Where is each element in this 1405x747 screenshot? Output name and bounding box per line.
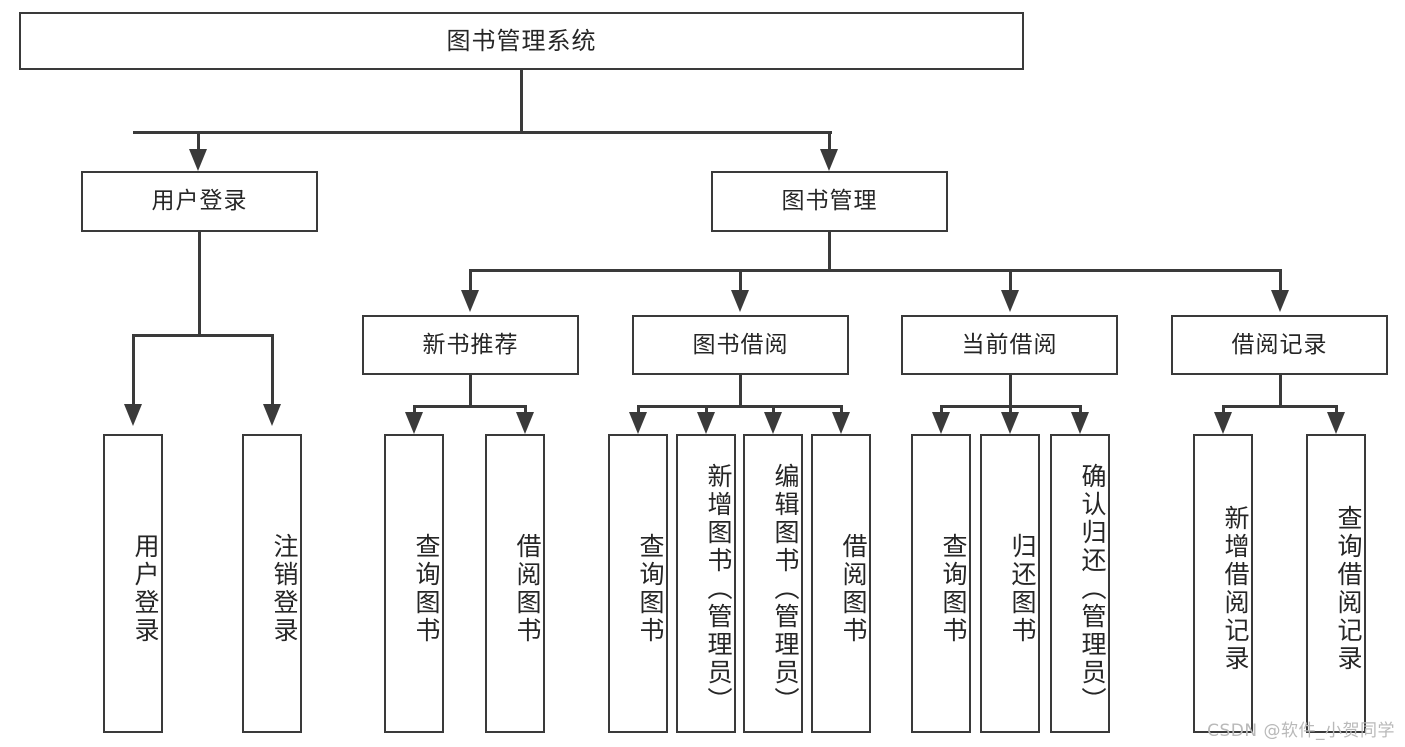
connector-new-book-bus [414, 405, 526, 408]
arrow-new-book-leaf-2 [516, 412, 534, 434]
leaf-add-book[interactable]: 新增图书（管理员） [676, 434, 736, 733]
connector-borrow-record-drop-1 [1222, 405, 1225, 415]
connector-borrow-record-drop-2 [1335, 405, 1338, 415]
leaf-query-book-2-label: 查询图书 [636, 532, 665, 645]
arrow-book-borrow-leaf-3 [764, 412, 782, 434]
connector-user-login-bus [133, 334, 273, 337]
connector-root-stem [520, 70, 523, 133]
arrow-user-login-leaf-2 [263, 404, 281, 426]
leaf-logout-login[interactable]: 注销登录 [242, 434, 302, 733]
leaf-add-book-label: 新增图书（管理员） [704, 462, 733, 715]
leaf-query-record-label: 查询借阅记录 [1334, 504, 1363, 673]
leaf-edit-book[interactable]: 编辑图书（管理员） [743, 434, 803, 733]
node-book-borrow-label: 图书借阅 [692, 331, 789, 358]
node-root-system[interactable]: 图书管理系统 [19, 12, 1024, 70]
connector-new-book-drop-2 [524, 405, 527, 415]
arrow-new-book-leaf-1 [405, 412, 423, 434]
arrow-book-manage-child-3 [1001, 290, 1019, 312]
connector-book-borrow-bus [638, 405, 843, 408]
leaf-confirm-return-label: 确认归还（管理员） [1078, 462, 1107, 715]
arrow-book-borrow-leaf-4 [832, 412, 850, 434]
leaf-borrow-book-1-label: 借阅图书 [513, 532, 542, 645]
arrow-borrow-record-leaf-2 [1327, 412, 1345, 434]
leaf-query-book-1[interactable]: 查询图书 [384, 434, 444, 733]
leaf-return-book-label: 归还图书 [1008, 532, 1037, 645]
connector-current-borrow-drop-1 [940, 405, 943, 415]
arrow-book-manage-child-4 [1271, 290, 1289, 312]
arrow-root-to-user-login [189, 149, 207, 171]
leaf-query-book-1-label: 查询图书 [412, 532, 441, 645]
connector-book-borrow-drop-4 [840, 405, 843, 415]
node-borrow-record-label: 借阅记录 [1231, 331, 1328, 358]
node-current-borrow[interactable]: 当前借阅 [901, 315, 1118, 375]
node-new-book-recommend[interactable]: 新书推荐 [362, 315, 579, 375]
connector-book-manage-drop-1 [469, 269, 472, 292]
leaf-borrow-book-2[interactable]: 借阅图书 [811, 434, 871, 733]
connector-book-manage-drop-2 [739, 269, 742, 292]
leaf-borrow-book-2-label: 借阅图书 [839, 532, 868, 645]
connector-book-borrow-drop-1 [637, 405, 640, 415]
node-current-borrow-label: 当前借阅 [961, 331, 1058, 358]
connector-new-book-drop-1 [413, 405, 416, 415]
arrow-current-borrow-leaf-1 [932, 412, 950, 434]
connector-borrow-record-stem [1279, 375, 1282, 407]
node-user-login[interactable]: 用户登录 [81, 171, 318, 232]
leaf-query-record[interactable]: 查询借阅记录 [1306, 434, 1366, 733]
leaf-query-book-2[interactable]: 查询图书 [608, 434, 668, 733]
connector-root-to-book-manage [828, 131, 831, 151]
arrow-book-manage-child-1 [461, 290, 479, 312]
node-user-login-label: 用户登录 [151, 188, 248, 215]
node-book-manage[interactable]: 图书管理 [711, 171, 948, 232]
connector-user-login-drop-2 [271, 334, 274, 406]
arrow-book-borrow-leaf-2 [697, 412, 715, 434]
connector-borrow-record-bus [1223, 405, 1337, 408]
connector-user-login-drop-1 [132, 334, 135, 406]
node-borrow-record[interactable]: 借阅记录 [1171, 315, 1388, 375]
node-book-manage-label: 图书管理 [781, 188, 878, 215]
connector-book-manage-bus [470, 269, 1281, 272]
node-book-borrow[interactable]: 图书借阅 [632, 315, 849, 375]
node-root-system-label: 图书管理系统 [446, 27, 597, 55]
arrow-book-borrow-leaf-1 [629, 412, 647, 434]
leaf-add-record[interactable]: 新增借阅记录 [1193, 434, 1253, 733]
leaf-user-login-label: 用户登录 [131, 532, 160, 645]
connector-book-manage-drop-4 [1279, 269, 1282, 292]
connector-root-to-user-login [197, 131, 200, 151]
leaf-confirm-return[interactable]: 确认归还（管理员） [1050, 434, 1110, 733]
arrow-book-manage-child-2 [731, 290, 749, 312]
leaf-borrow-book-1[interactable]: 借阅图书 [485, 434, 545, 733]
connector-book-manage-drop-3 [1009, 269, 1012, 292]
arrow-current-borrow-leaf-2 [1001, 412, 1019, 434]
connector-root-bus [133, 131, 832, 134]
leaf-query-book-3-label: 查询图书 [939, 532, 968, 645]
leaf-edit-book-label: 编辑图书（管理员） [771, 462, 800, 715]
connector-book-manage-stem [828, 232, 831, 272]
leaf-query-book-3[interactable]: 查询图书 [911, 434, 971, 733]
connector-new-book-stem [469, 375, 472, 407]
arrow-user-login-leaf-1 [124, 404, 142, 426]
arrow-root-to-book-manage [820, 149, 838, 171]
connector-book-borrow-drop-3 [772, 405, 775, 415]
connector-book-borrow-stem [739, 375, 742, 407]
connector-current-borrow-drop-3 [1079, 405, 1082, 415]
connector-current-borrow-stem [1009, 375, 1012, 407]
leaf-add-record-label: 新增借阅记录 [1221, 504, 1250, 673]
connector-current-borrow-drop-2 [1009, 405, 1012, 415]
connector-book-borrow-drop-2 [705, 405, 708, 415]
arrow-current-borrow-leaf-3 [1071, 412, 1089, 434]
leaf-user-login[interactable]: 用户登录 [103, 434, 163, 733]
arrow-borrow-record-leaf-1 [1214, 412, 1232, 434]
leaf-return-book[interactable]: 归还图书 [980, 434, 1040, 733]
leaf-logout-login-label: 注销登录 [270, 532, 299, 645]
connector-user-login-stem [198, 232, 201, 336]
csdn-watermark: CSDN @软件_小贺同学 [1207, 721, 1395, 741]
node-new-book-recommend-label: 新书推荐 [422, 331, 519, 358]
